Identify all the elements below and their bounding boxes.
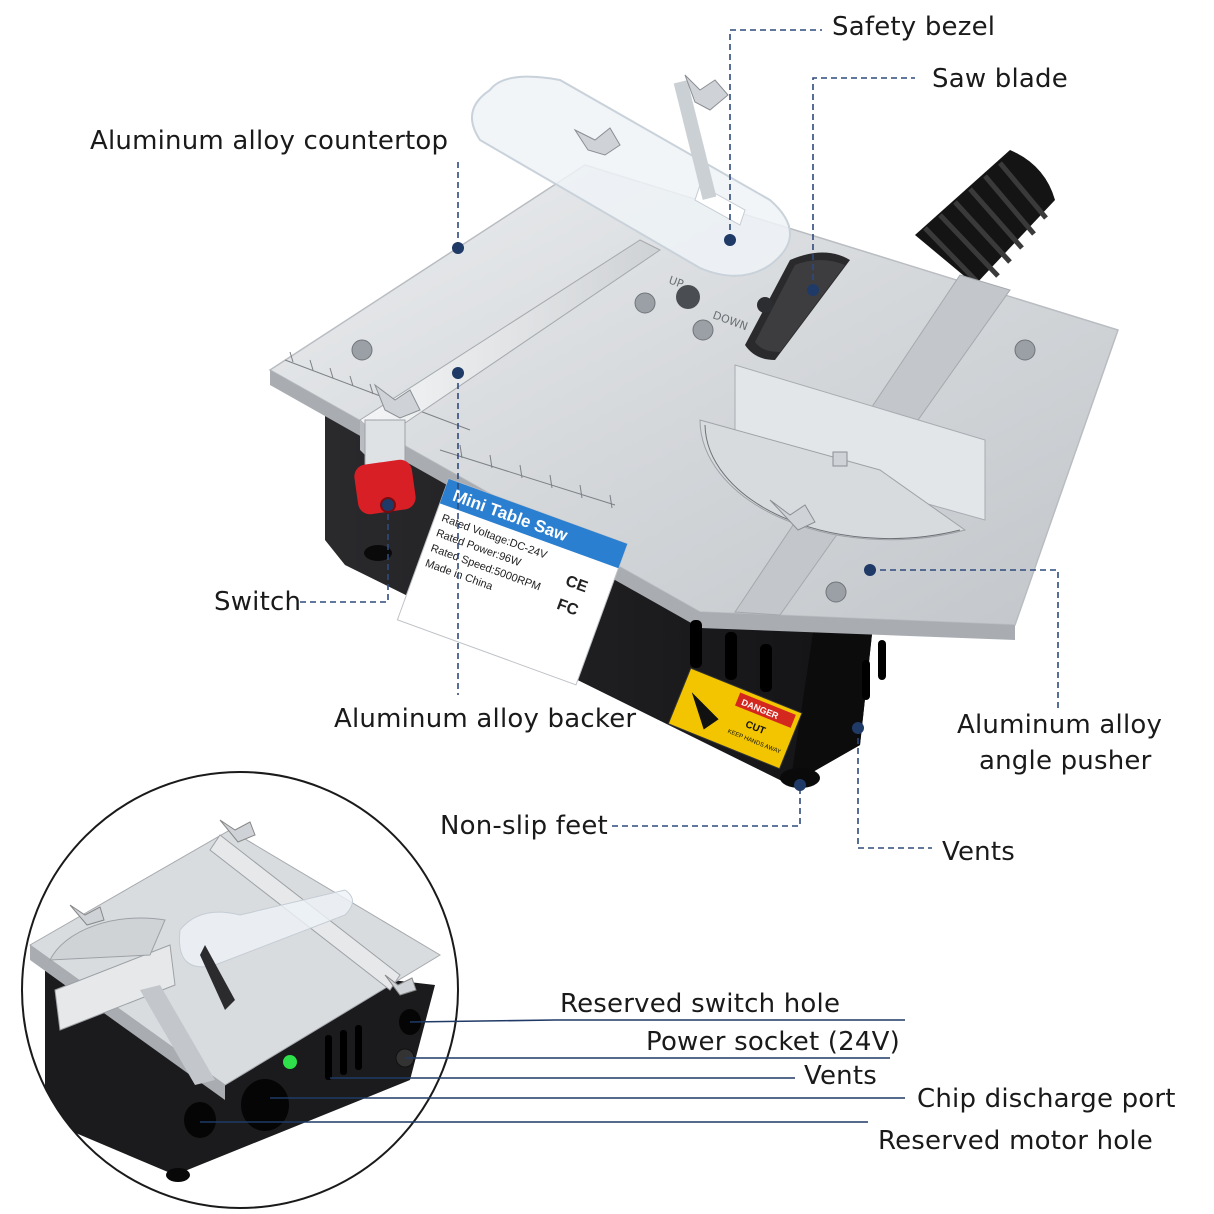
blade-adjust-hole (757, 297, 773, 313)
main-saw-illustration: UP DOWN Mini Table Saw Rated Voltage:DC-… (268, 74, 1119, 788)
angle-pusher (699, 364, 986, 541)
label-chip-discharge-port: Chip discharge port (917, 1084, 1176, 1114)
ruler-front (439, 444, 616, 509)
label-vents-rear: Vents (804, 1061, 877, 1091)
label-backer: Aluminum alloy backer (334, 704, 637, 734)
label-vents: Vents (942, 837, 1015, 867)
callout-leaders (300, 29, 1059, 849)
dust-hose (915, 150, 1055, 292)
screw-hole (351, 292, 1036, 603)
saw-blade (745, 252, 850, 360)
rear-view-inset (21, 771, 459, 1209)
label-non-slip-feet: Non-slip feet (440, 811, 608, 841)
safety-bezel (471, 75, 791, 277)
label-angle-pusher-2: angle pusher (979, 746, 1152, 776)
blade-adjust-hole (676, 285, 700, 309)
label-safety-bezel: Safety bezel (832, 12, 996, 42)
aluminum-backer-fence (359, 239, 661, 470)
callout-dots (382, 234, 876, 791)
ce-mark: CE (563, 573, 590, 597)
warning-sticker: DANGER CUT KEEP HANDS AWAY (667, 667, 803, 770)
up-marking: UP (667, 274, 686, 291)
label-power-socket: Power socket (24V) (646, 1027, 900, 1057)
spec-label: Mini Table Saw Rated Voltage:DC-24V Rate… (396, 478, 628, 686)
foot (780, 768, 820, 788)
ruler-left (284, 351, 471, 431)
label-reserved-switch-hole: Reserved switch hole (560, 989, 841, 1019)
label-switch: Switch (214, 587, 302, 617)
wing-nut (373, 74, 729, 419)
label-saw-blade: Saw blade (932, 64, 1068, 94)
side-vents (690, 620, 886, 700)
inset-leaders (200, 1019, 905, 1123)
foot (364, 545, 392, 561)
label-countertop: Aluminum alloy countertop (90, 126, 449, 156)
label-reserved-motor-hole: Reserved motor hole (878, 1126, 1153, 1156)
label-angle-pusher-1: Aluminum alloy (957, 710, 1163, 740)
fc-mark: FC (555, 596, 581, 619)
